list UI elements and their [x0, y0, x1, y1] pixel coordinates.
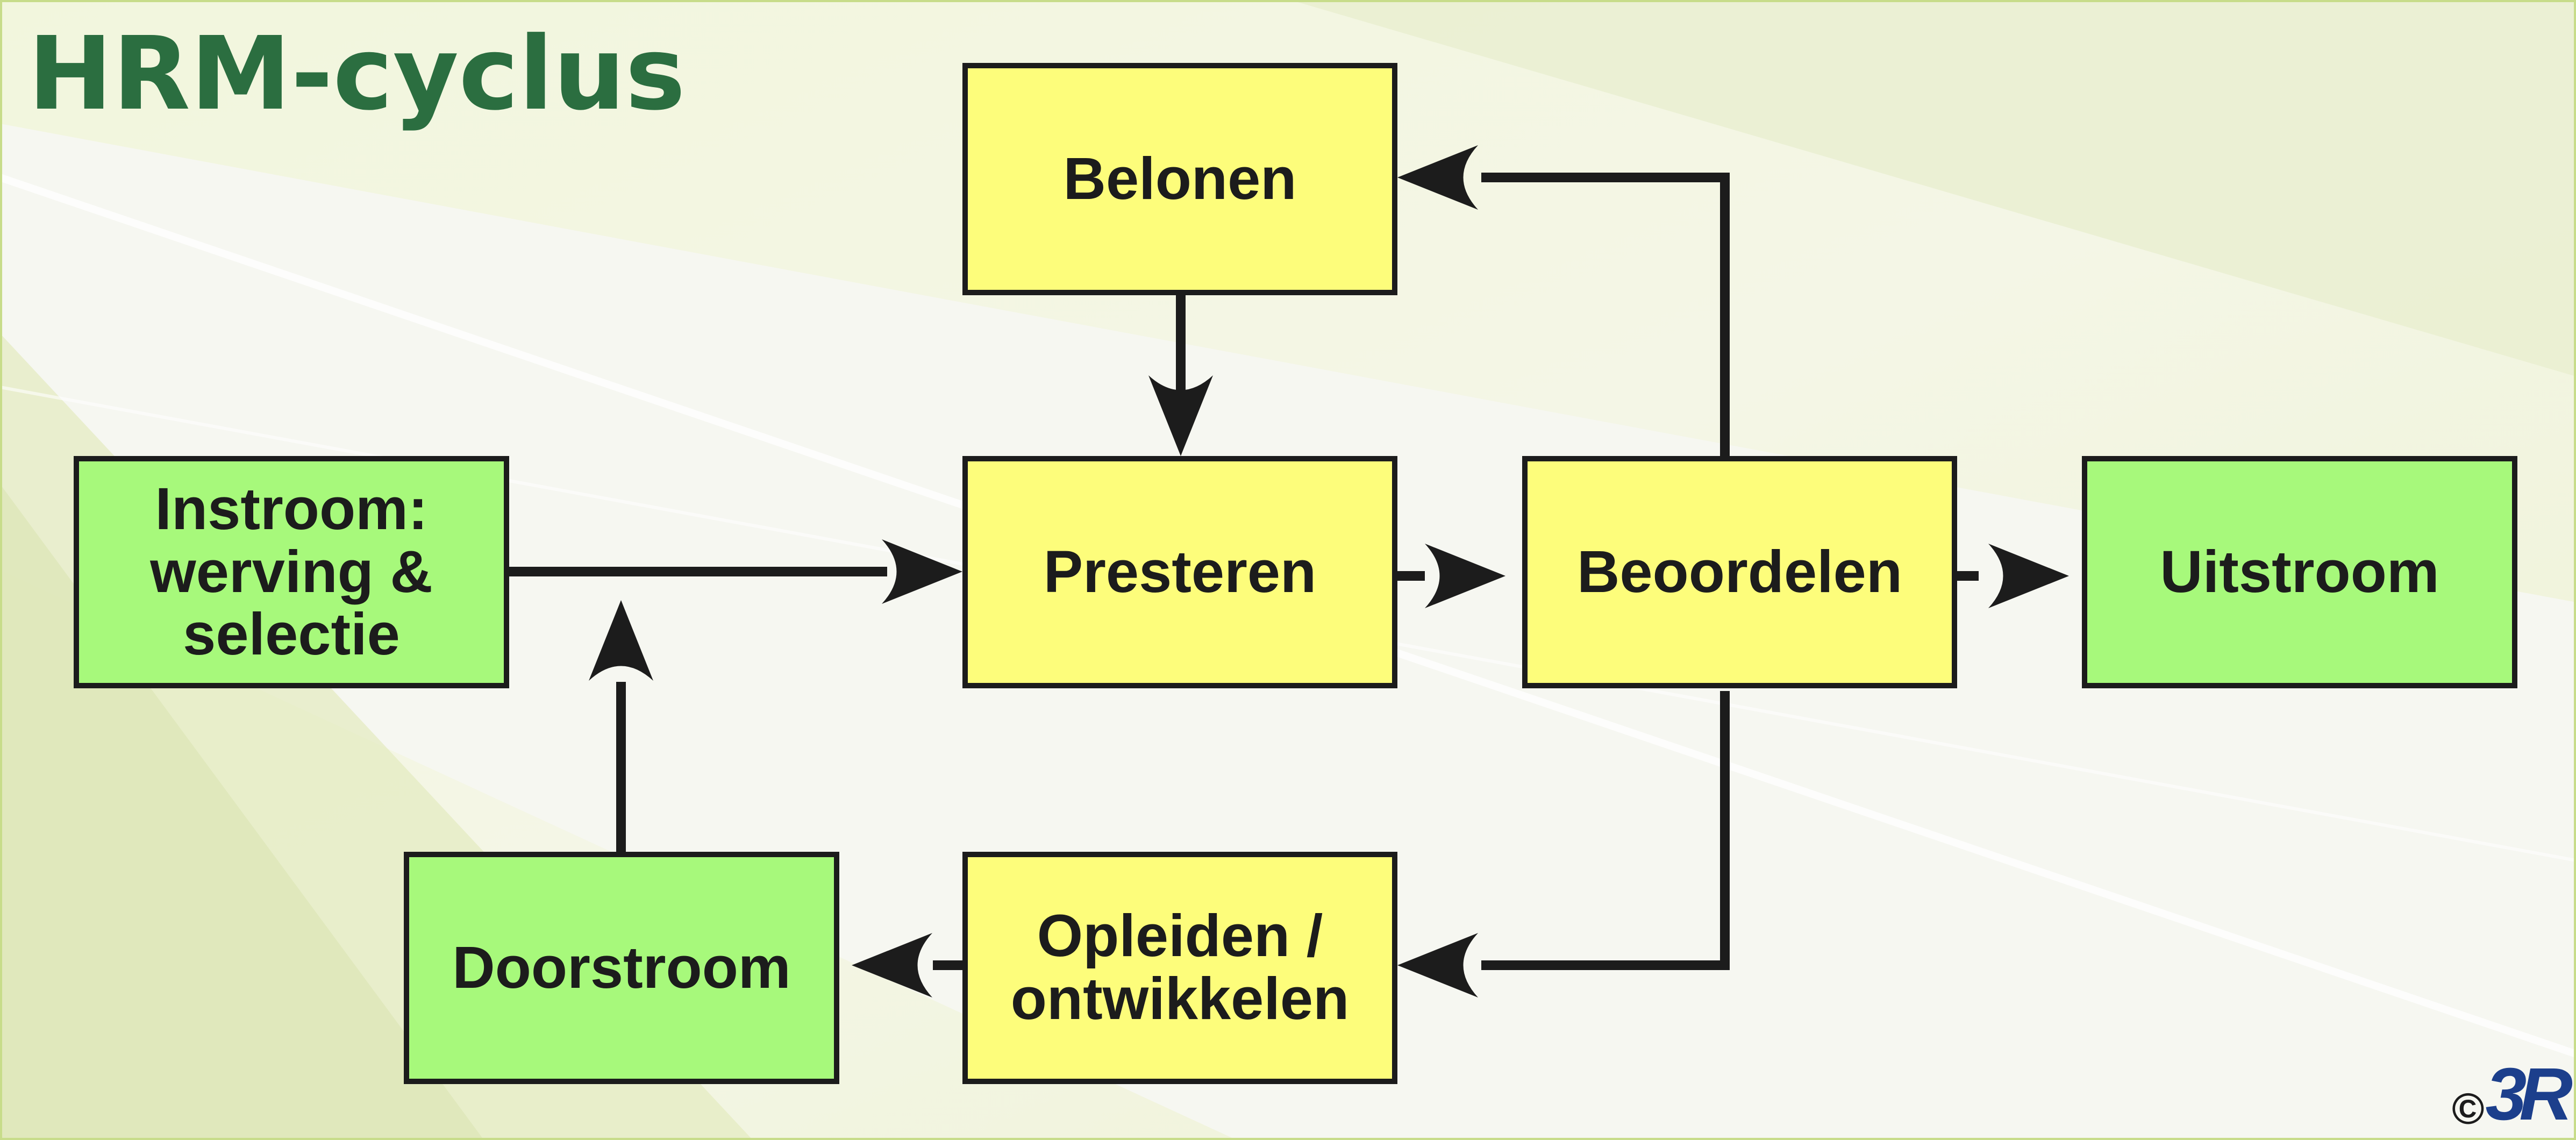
node-uitstroom: Uitstroom	[2082, 456, 2517, 688]
edge-beoordelen-opleiden	[1481, 691, 1730, 970]
brand-logo: 3R	[2485, 1053, 2573, 1136]
page-title: HRM-cyclus	[28, 15, 686, 133]
arrowhead-uitstroom-left	[1988, 544, 2069, 608]
node-belonen: Belonen	[962, 63, 1397, 295]
node-instroom-label: Instroom: werving & selectie	[150, 476, 433, 668]
node-opleiden: Opleiden / ontwikkelen	[962, 852, 1397, 1084]
copyright-symbol: ©	[2452, 1085, 2485, 1134]
node-doorstroom: Doorstroom	[404, 852, 839, 1084]
node-instroom: Instroom: werving & selectie	[74, 456, 509, 688]
node-presteren: Presteren	[962, 456, 1397, 688]
copyright-mark: © 3R	[2452, 1053, 2573, 1136]
node-beoordelen-label: Beoordelen	[1576, 538, 1903, 605]
arrowhead-presteren-top	[1148, 375, 1213, 456]
arrowhead-instroom-bottom	[589, 600, 653, 681]
node-beoordelen: Beoordelen	[1522, 456, 1957, 688]
node-presteren-label: Presteren	[1043, 538, 1317, 605]
arrowhead-doorstroom-right	[852, 933, 932, 998]
node-uitstroom-label: Uitstroom	[2160, 538, 2439, 605]
arrowhead-beoordelen-left	[1425, 544, 1505, 608]
node-opleiden-label: Opleiden / ontwikkelen	[1010, 903, 1350, 1032]
edge-beoordelen-belonen	[1481, 173, 1730, 456]
arrowhead-belonen-right	[1397, 145, 1478, 210]
node-belonen-label: Belonen	[1063, 145, 1297, 212]
arrowhead-opleiden-right	[1397, 933, 1478, 998]
node-doorstroom-label: Doorstroom	[452, 934, 791, 1001]
arrowhead-presteren-left	[882, 539, 962, 604]
